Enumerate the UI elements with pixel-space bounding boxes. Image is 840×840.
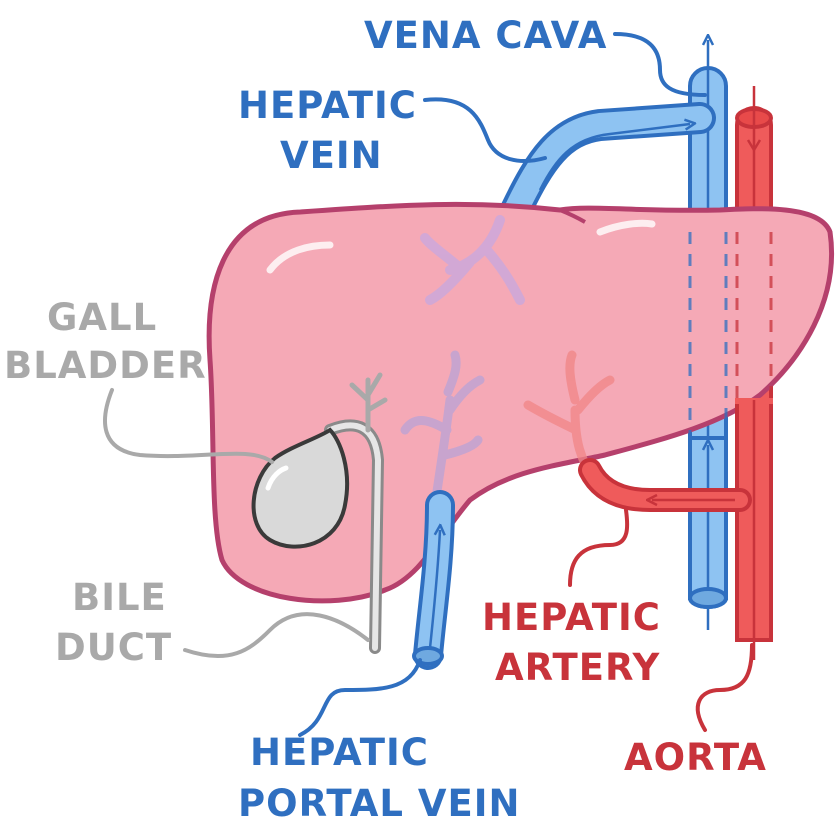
hepatic-portal-vein-leader [298, 658, 422, 737]
gall-bladder-label-line2: BLADDER [4, 344, 207, 387]
gall-bladder [251, 427, 350, 549]
liver [206, 201, 834, 604]
hepatic-portal-vein-label-line2: PORTAL VEIN [238, 782, 521, 825]
hepatic-artery-label-line2: ARTERY [495, 646, 660, 689]
labels: VENA CAVA HEPATIC VEIN GALL BLADDER BILE… [4, 14, 767, 825]
hepatic-portal-vein-label-line1: HEPATIC [250, 731, 429, 774]
gall-bladder-leader [103, 388, 274, 464]
liver-internal-vessels [400, 215, 773, 510]
leader-lines [103, 32, 754, 737]
bile-duct [324, 372, 388, 654]
aorta-label: AORTA [624, 736, 767, 779]
vena-cava-label: VENA CAVA [364, 14, 607, 57]
hepatic-vein-label-line2: VEIN [280, 134, 383, 177]
bile-duct-leader [183, 612, 370, 659]
aorta-leader [695, 643, 754, 732]
vena-cava-leader [613, 32, 707, 97]
hepatic-vein-leader [423, 97, 547, 163]
hepatic-artery [578, 458, 752, 512]
bile-duct-label-line2: DUCT [55, 626, 172, 669]
hepatic-portal-vein [412, 490, 455, 670]
hepatic-vein-label-line1: HEPATIC [238, 84, 417, 127]
hepatic-artery-label-line1: HEPATIC [482, 596, 661, 639]
hepatic-vein [500, 102, 716, 226]
vessels-front [688, 398, 773, 642]
bile-duct-label-line1: BILE [72, 576, 167, 619]
gall-bladder-label-line1: GALL [47, 296, 157, 339]
hepatic-artery-leader [568, 508, 630, 587]
